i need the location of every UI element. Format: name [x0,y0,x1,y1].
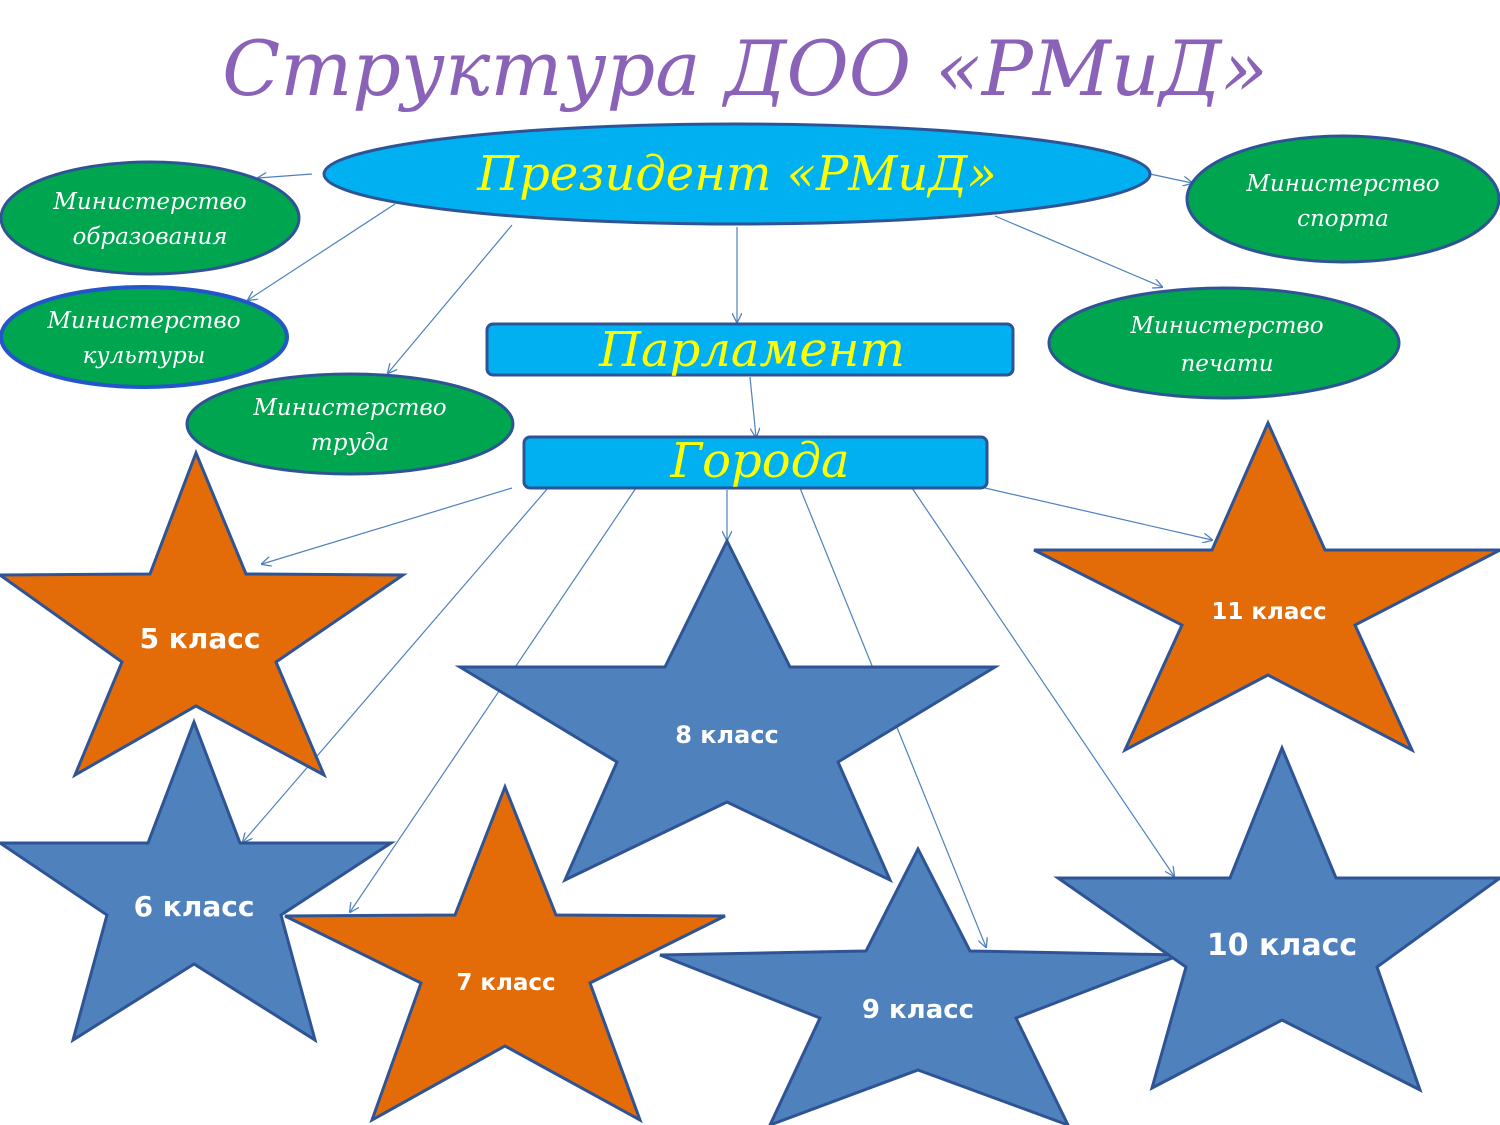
parliament-label: Парламент [598,322,905,378]
star-class10-shape [1053,744,1500,1094]
star-class9-label: 9 класс [862,995,974,1025]
star-class11-label: 11 класс [1211,599,1326,625]
cities-label: Города [669,433,849,489]
star-class7: 7 класс [284,782,726,1124]
star-class8-shape [454,537,1001,884]
ministry-culture: Министерство культуры [0,285,289,389]
star-class9-shape [659,845,1181,1125]
arrow-cities-class5 [262,487,513,564]
ministry-education-line1: Министерство [52,189,246,215]
star-class11: 11 класс [1033,419,1500,754]
ministry-culture-line2: культуры [83,343,206,369]
ministry-education-line2: образования [72,224,227,250]
star-class5: 5 класс [0,448,408,779]
arrow-president-labor [388,224,513,373]
star-class7-shape [284,782,726,1124]
arrow-parliament-cities [749,376,756,437]
star-class9: 9 класс [659,845,1181,1125]
arrow-president-press [994,215,1162,287]
star-class5-label: 5 класс [140,622,261,655]
ministry-press: Министерство печати [1047,286,1401,400]
cities-node: Города [522,433,989,490]
arrow-cities-class7 [350,487,637,912]
arrow-president-education [258,174,313,178]
arrow-president-culture [248,203,396,300]
star-class6-label: 6 класс [134,890,255,923]
arrow-cities-class6 [243,487,549,842]
star-class7-label: 7 класс [456,970,555,996]
ministry-labor-line1: Министерство [252,395,446,421]
ministry-culture-line1: Министерство [46,308,240,334]
parliament-node: Парламент [485,322,1015,378]
ministry-education: Министерство образования [0,160,301,276]
star-class10: 10 класс [1053,744,1500,1094]
star-class8-label: 8 класс [675,721,779,749]
ministry-sport: Министерство спорта [1185,134,1500,264]
president-label: Президент «РМиД» [476,146,996,202]
arrow-cities-class11 [984,487,1212,540]
ministry-sport-line1: Министерство [1245,171,1439,197]
star-class10-label: 10 класс [1207,928,1357,963]
star-class5-shape [0,448,408,779]
ministry-press-line1: Министерство [1129,313,1323,339]
ministry-labor-line2: труда [311,430,389,456]
arrow-president-sport [1149,173,1192,183]
star-class6-shape [0,717,397,1044]
page-title: Структура ДОО «РМиД» [222,24,1268,113]
star-class11-shape [1033,419,1500,754]
ministry-labor: Министерство труда [185,372,515,476]
star-class6: 6 класс [0,717,397,1044]
connector-arrows [243,174,1212,947]
ministry-sport-line2: спорта [1297,206,1389,232]
star-class8: 8 класс [454,537,1001,884]
arrow-cities-class10 [911,487,1174,876]
ministry-press-line2: печати [1180,351,1273,377]
president-node: Президент «РМиД» [322,122,1152,226]
